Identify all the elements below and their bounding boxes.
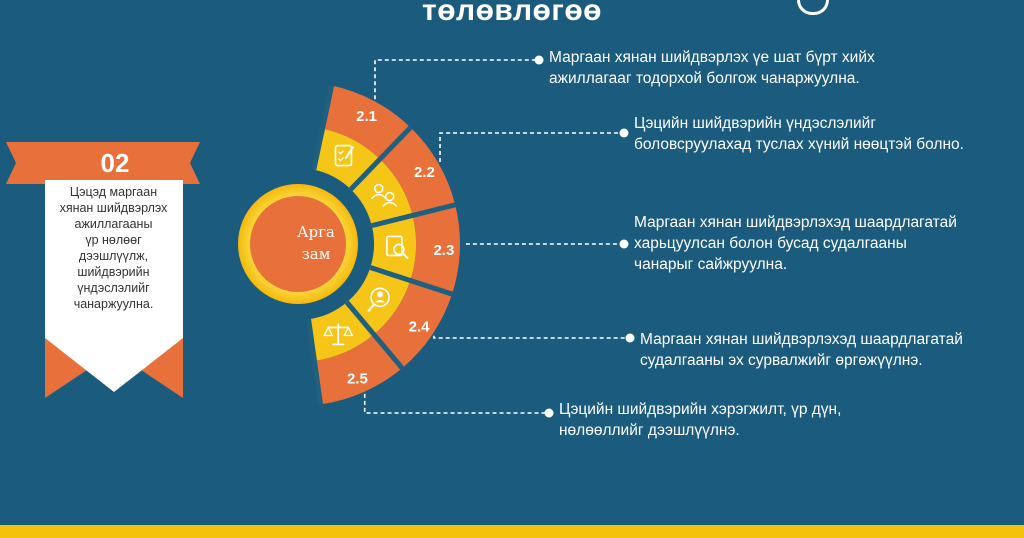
segment-outer-band xyxy=(410,204,460,295)
segment-number-label: 2.5 xyxy=(347,370,368,387)
sidebar-card-line: үндэслэлийг xyxy=(77,281,150,295)
sidebar-card-line: хянан шийдвэрлэх xyxy=(59,201,168,215)
step-description-line: харьцуулсан болон бусад судалгааны xyxy=(634,235,907,252)
segment-divider xyxy=(371,202,456,229)
page-title: төлөвлөгөө xyxy=(0,0,1024,28)
step-description-line: чанарыг сайжруулна. xyxy=(634,256,788,273)
team-icon xyxy=(371,183,398,208)
step-description-line: нөлөөллийг дээшлүүлнэ. xyxy=(559,422,740,439)
segment-2-5: 2.5 xyxy=(306,300,405,405)
segment-number-label: 2.1 xyxy=(356,108,377,125)
segment-divider xyxy=(306,318,324,405)
connector-dot xyxy=(619,128,629,138)
connector-dot xyxy=(544,408,554,418)
step-description-line: Цэцийн шийдвэрийн үндэслэлийг xyxy=(634,115,876,132)
connector-line xyxy=(363,393,549,414)
segment-2-2: 2.2 xyxy=(348,125,456,226)
sidebar-card-line: үр нөлөөг xyxy=(85,233,142,247)
segment-divider xyxy=(344,300,405,370)
scales-icon xyxy=(323,323,354,346)
step-description-2-4: Маргаан хянан шийдвэрлэхэд шаардлагатай с… xyxy=(640,329,963,371)
step-description-line: судалгааны эх сурвалжийг өргөжүүлнэ. xyxy=(640,352,923,369)
bottom-accent-bar xyxy=(0,525,1024,538)
hub-core xyxy=(250,196,346,292)
page-title-text: төлөвлөгөө xyxy=(422,0,602,27)
hub-label-line1: Арга xyxy=(297,223,335,241)
connector-dot xyxy=(534,55,544,65)
step-description-2-3: Маргаан хянан шийдвэрлэхэд шаардлагатай х… xyxy=(634,212,957,275)
step-description-2-5: Цэцийн шийдвэрийн хэрэгжилт, үр дүн, нөлө… xyxy=(559,399,841,441)
sidebar-card-text: Цэцэд маргаан хянан шийдвэрлэх ажиллагааны… xyxy=(50,184,177,312)
sidebar-card-line: шийдвэрийн xyxy=(77,265,150,279)
card-ribbon xyxy=(6,142,200,184)
segment-divider xyxy=(311,85,335,171)
sidebar-card: 02 xyxy=(6,142,200,398)
hub-label-line2: зам xyxy=(302,245,331,263)
sidebar-card-line: ажиллагааны xyxy=(74,217,153,231)
step-description-line: Маргаан хянан шийдвэрлэхэд шаардлагатай xyxy=(634,214,957,231)
segment-outer-band xyxy=(373,280,453,369)
center-hub: Арга зам xyxy=(238,184,358,304)
sidebar-card-line: Цэцэд маргаан xyxy=(69,185,158,199)
segment-outer-band xyxy=(314,334,403,405)
connector-line xyxy=(433,335,630,339)
segment-number-label: 2.3 xyxy=(433,242,454,259)
segment-number-label: 2.4 xyxy=(409,319,431,336)
connector-dot xyxy=(619,239,629,249)
segment-outer-band xyxy=(322,85,411,160)
segment-divider xyxy=(348,125,413,192)
card-body xyxy=(45,180,183,392)
person-search-icon xyxy=(367,287,390,313)
connector-dot xyxy=(625,333,635,343)
connector-line xyxy=(439,132,624,162)
segment-fan: 2.1 2.2 2.3 2.4 2.5 xyxy=(306,85,460,405)
segment-inner-band xyxy=(370,215,416,281)
segment-number-label: 2.2 xyxy=(414,164,435,181)
card-number: 02 xyxy=(101,148,130,178)
sidebar-card-line: чанаржуулна. xyxy=(73,297,154,311)
step-description-line: ажиллагааг тодорхой болгож чанаржуулна. xyxy=(549,70,860,87)
sidebar-card-line: дээшлүүлж, xyxy=(78,249,149,263)
connector-lines xyxy=(363,55,635,418)
step-description-line: Маргаан хянан шийдвэрлэхэд шаардлагатай xyxy=(640,331,963,348)
step-description-2-2: Цэцийн шийдвэрийн үндэслэлийг боловсруула… xyxy=(634,113,964,155)
step-description-line: боловсруулахад туслах хүний нөөцтэй болн… xyxy=(634,136,964,153)
segment-outer-band xyxy=(379,127,456,216)
step-description-line: Цэцийн шийдвэрийн хэрэгжилт, үр дүн, xyxy=(559,401,842,418)
document-search-icon xyxy=(386,235,409,260)
connector-line xyxy=(374,59,539,100)
step-description-line: Маргаан хянан шийдвэрлэх үе шат бүрт хий… xyxy=(549,49,875,66)
checklist-icon xyxy=(334,144,355,167)
step-description-2-1: Маргаан хянан шийдвэрлэх үе шат бүрт хий… xyxy=(549,47,875,89)
segment-2-3: 2.3 xyxy=(370,202,460,295)
segment-divider xyxy=(369,265,453,297)
